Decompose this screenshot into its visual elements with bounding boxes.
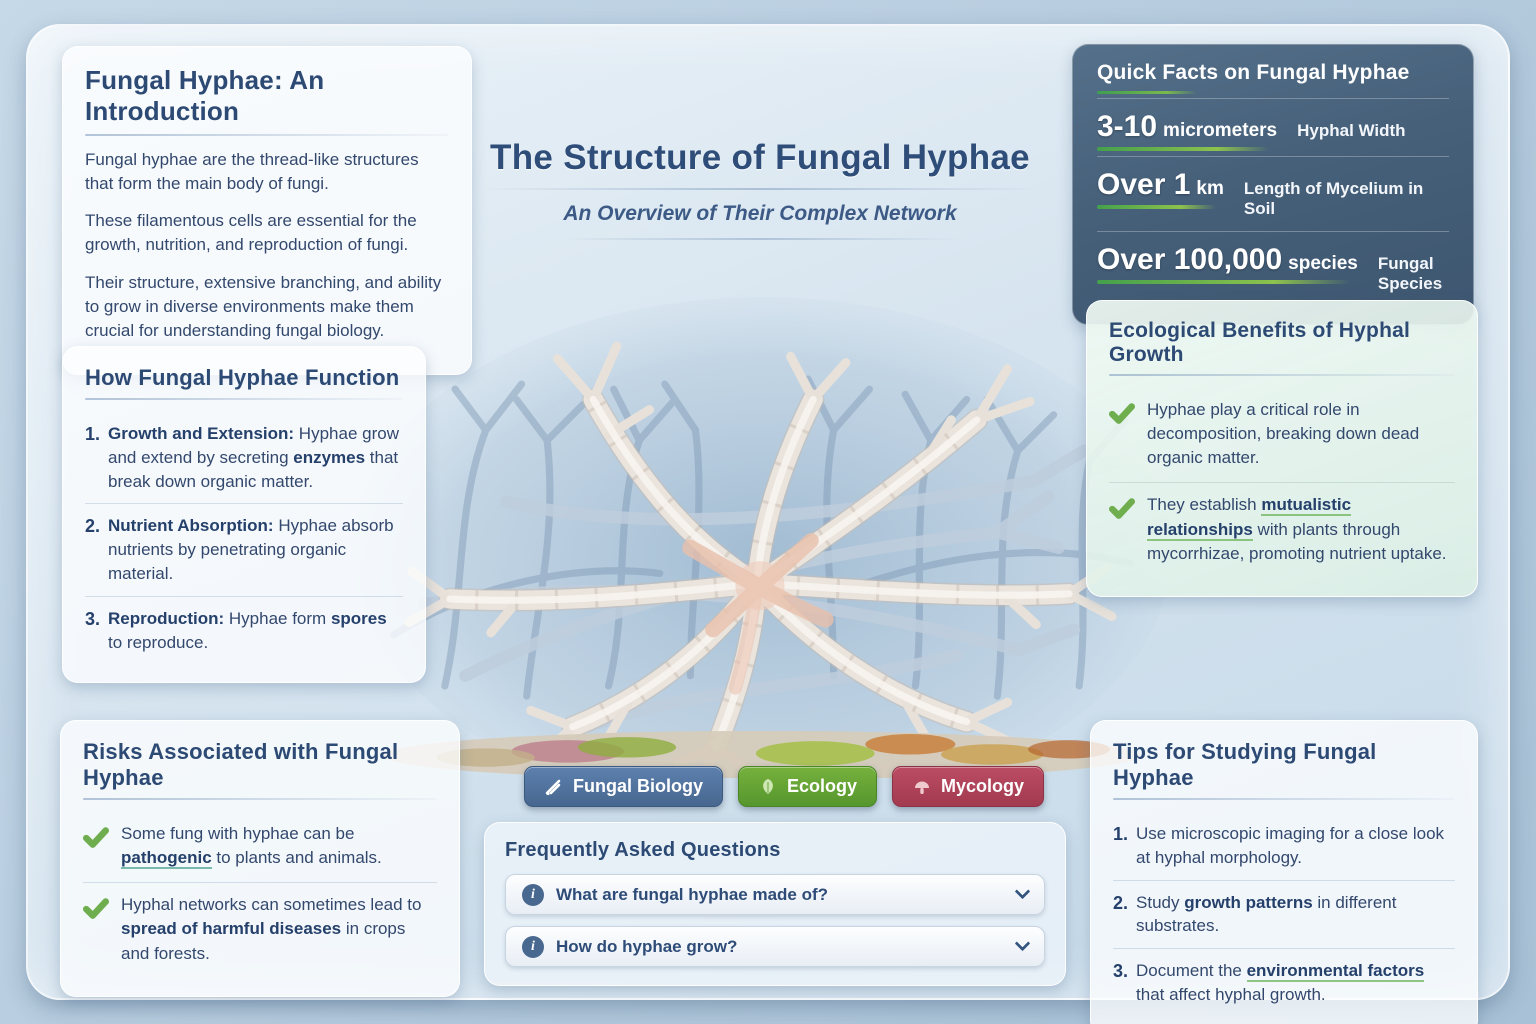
list-item: Some fung with hyphae can be pathogenic … xyxy=(83,812,437,882)
branch-icon xyxy=(545,779,561,795)
faq-question: How do hyphae grow? xyxy=(556,936,738,956)
fact-value: 3-10 xyxy=(1097,110,1158,143)
list-item: 2. Nutrient Absorption: Hyphae absorb nu… xyxy=(85,504,403,597)
fact-label: Hyphal Width xyxy=(1297,121,1406,140)
fact-label: Length of Mycelium in Soil xyxy=(1243,179,1424,218)
eco-title: Ecological Benefits of Hyphal Growth xyxy=(1109,319,1411,366)
hyphae-illustration xyxy=(352,297,1172,778)
faq-title: Frequently Asked Questions xyxy=(505,839,781,861)
list-item: Hyphae play a critical role in decomposi… xyxy=(1109,388,1455,482)
divider xyxy=(560,238,960,240)
tag-mycology[interactable]: Mycology xyxy=(892,766,1045,807)
leaf-icon xyxy=(763,778,773,794)
eco-benefits-panel: Ecological Benefits of Hyphal Growth Hyp… xyxy=(1086,300,1478,597)
divider xyxy=(85,134,449,136)
fact-unit: km xyxy=(1196,178,1224,199)
list-item: They establish mutualistic relationships… xyxy=(1109,482,1455,577)
tips-title: Tips for Studying Fungal Hyphae xyxy=(1113,739,1377,790)
quick-facts-title: Quick Facts on Fungal Hyphae xyxy=(1097,61,1410,84)
mushroom-icon xyxy=(915,781,930,794)
checkmark-icon xyxy=(83,827,109,848)
fact-unit: species xyxy=(1288,253,1358,274)
faq-question: What are fungal hyphae made of? xyxy=(556,884,829,904)
list-item: Hyphal networks can sometimes lead to sp… xyxy=(83,882,437,977)
tips-panel: Tips for Studying Fungal Hyphae 1. Use m… xyxy=(1090,720,1478,1024)
checkmark-icon xyxy=(83,898,109,920)
function-title: How Fungal Hyphae Function xyxy=(85,365,400,390)
page-header: The Structure of Fungal Hyphae An Overvi… xyxy=(440,138,1080,240)
tag-ecology[interactable]: Ecology xyxy=(738,766,878,807)
chevron-down-icon[interactable] xyxy=(1014,935,1031,952)
list-item: 1. Growth and Extension: Hyphae grow and… xyxy=(85,412,403,505)
fact-unit: micrometers xyxy=(1163,120,1278,141)
tag-buttons-row: Fungal Biology Ecology Mycology xyxy=(524,766,1045,807)
background-hyphae xyxy=(390,375,1134,700)
page-title: The Structure of Fungal Hyphae xyxy=(490,138,1030,177)
checkmark-icon xyxy=(1109,498,1135,520)
divider xyxy=(85,398,403,400)
divider xyxy=(1113,798,1455,800)
list-item: 2. Study growth patterns in different su… xyxy=(1113,881,1455,950)
fact-label: Fungal Species xyxy=(1377,254,1443,293)
risks-title: Risks Associated with Fungal Hyphae xyxy=(83,739,399,790)
chevron-down-icon[interactable] xyxy=(1014,883,1031,900)
divider xyxy=(83,798,437,800)
page-subtitle: An Overview of Their Complex Network xyxy=(563,202,957,225)
info-icon: i xyxy=(522,935,544,958)
intro-paragraph: Fungal hyphae are the thread-like struct… xyxy=(85,150,419,194)
function-panel: How Fungal Hyphae Function 1. Growth and… xyxy=(62,346,426,684)
info-icon: i xyxy=(522,883,544,906)
faq-item[interactable]: i What are fungal hyphae made of? xyxy=(505,874,1045,915)
intro-paragraph: These filamentous cells are essential fo… xyxy=(85,211,417,255)
green-underline xyxy=(1097,91,1197,94)
list-item: 3. Reproduction: Hyphae form spores to r… xyxy=(85,608,387,652)
divider xyxy=(1109,374,1455,376)
intro-paragraph: Their structure, extensive branching, an… xyxy=(85,272,442,340)
list-item: 1. Use microscopic imaging for a close l… xyxy=(1113,812,1455,881)
faq-panel: Frequently Asked Questions i What are fu… xyxy=(484,822,1066,986)
tag-fungal-biology[interactable]: Fungal Biology xyxy=(524,766,723,807)
checkmark-icon xyxy=(1109,403,1135,424)
intro-title: Fungal Hyphae: An Introduction xyxy=(85,65,325,126)
risks-panel: Risks Associated with Fungal Hyphae Some… xyxy=(60,720,460,997)
list-item: 3. Document the environmental factors th… xyxy=(1113,961,1425,1004)
intro-panel: Fungal Hyphae: An Introduction Fungal hy… xyxy=(62,46,472,375)
fact-value: Over 1 xyxy=(1097,168,1191,201)
faq-item[interactable]: i How do hyphae grow? xyxy=(505,926,1045,967)
fact-value: Over 100,000 xyxy=(1097,243,1283,276)
divider xyxy=(480,188,1040,190)
